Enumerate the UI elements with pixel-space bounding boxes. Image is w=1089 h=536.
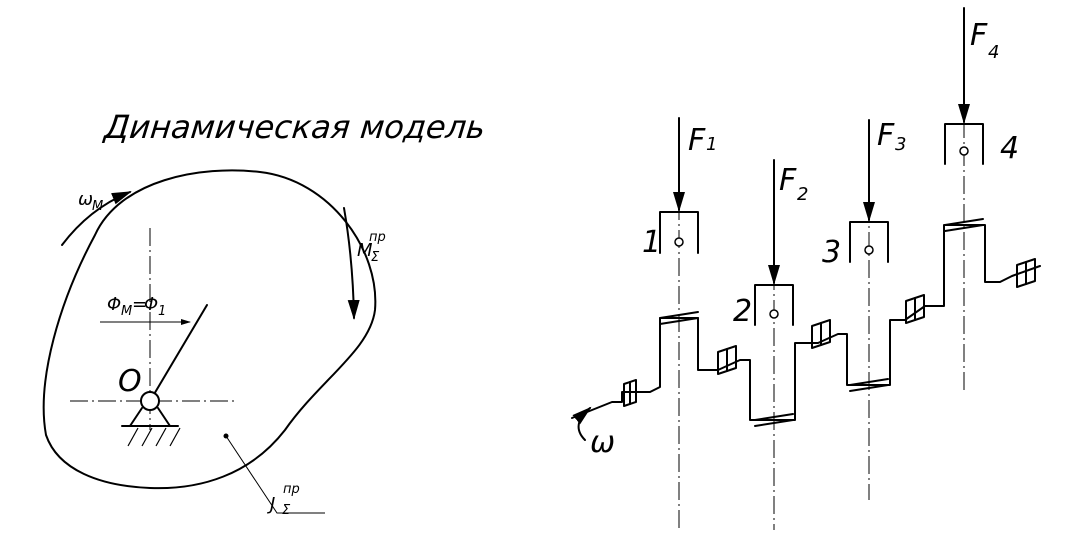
svg-text:F: F [970,18,988,53]
main-bearing-4 [905,294,925,324]
svg-text:M: M [121,304,132,319]
crank-pin-4 [944,218,984,232]
piston-2 [754,284,794,326]
omega-arrow [572,406,592,441]
svg-text:=: = [132,294,147,315]
origin-label: O [118,364,142,399]
pivot-joint [140,391,160,411]
rotor-outline [42,169,377,490]
svg-text:F: F [877,118,895,153]
moment-label: M Σ пр [357,230,386,265]
omega-label: ω [590,425,615,460]
force-label-4: F 4 [970,18,999,63]
svg-text:Σ: Σ [282,503,291,518]
crank-pin-3 [849,378,889,392]
svg-text:ω: ω [78,189,93,210]
cylinder-number-3: 3 [822,235,841,270]
svg-text:F: F [688,123,706,158]
force-label-2: F 2 [779,163,808,205]
phi-label: Φ M = Φ 1 [107,294,166,319]
svg-text:J: J [267,494,275,515]
svg-text:M: M [357,240,373,261]
inertia-leader [225,435,325,514]
crank-arm [149,304,208,402]
svg-text:Φ: Φ [107,294,121,315]
cylinder-number-4: 4 [1000,131,1019,166]
svg-text:пр: пр [283,482,300,497]
svg-text:1: 1 [158,304,166,319]
piston-1 [659,211,699,254]
cylinder-number-1: 1 [642,225,661,260]
crank-pin-2 [754,413,794,427]
svg-text:3: 3 [895,134,906,155]
main-bearing-5 [1016,258,1036,288]
crank-pin-1 [659,311,699,325]
svg-text:Σ: Σ [371,250,380,265]
svg-text:пр: пр [369,230,386,245]
svg-text:F: F [779,163,797,198]
main-bearing-1 [623,379,637,407]
piston-3 [849,221,889,263]
svg-text:Φ: Φ [144,294,158,315]
force-label-1: F 1 [688,123,717,158]
svg-text:M: M [92,199,103,214]
svg-text:4: 4 [988,42,999,63]
force-label-3: F 3 [877,118,906,155]
svg-text:1: 1 [706,134,717,155]
main-bearing-3 [811,319,831,349]
inertia-label: J Σ пр [267,482,300,518]
ground-hatch [127,427,181,447]
diagram-title: Динамическая модель [101,108,488,146]
main-bearing-2 [717,345,737,375]
svg-text:2: 2 [797,184,808,205]
moment-arrow [343,207,360,320]
cylinder-number-2: 2 [733,294,752,329]
omega-m-arrow [61,191,132,246]
omega-m-label: ω M [78,189,103,214]
piston-4 [944,123,984,165]
